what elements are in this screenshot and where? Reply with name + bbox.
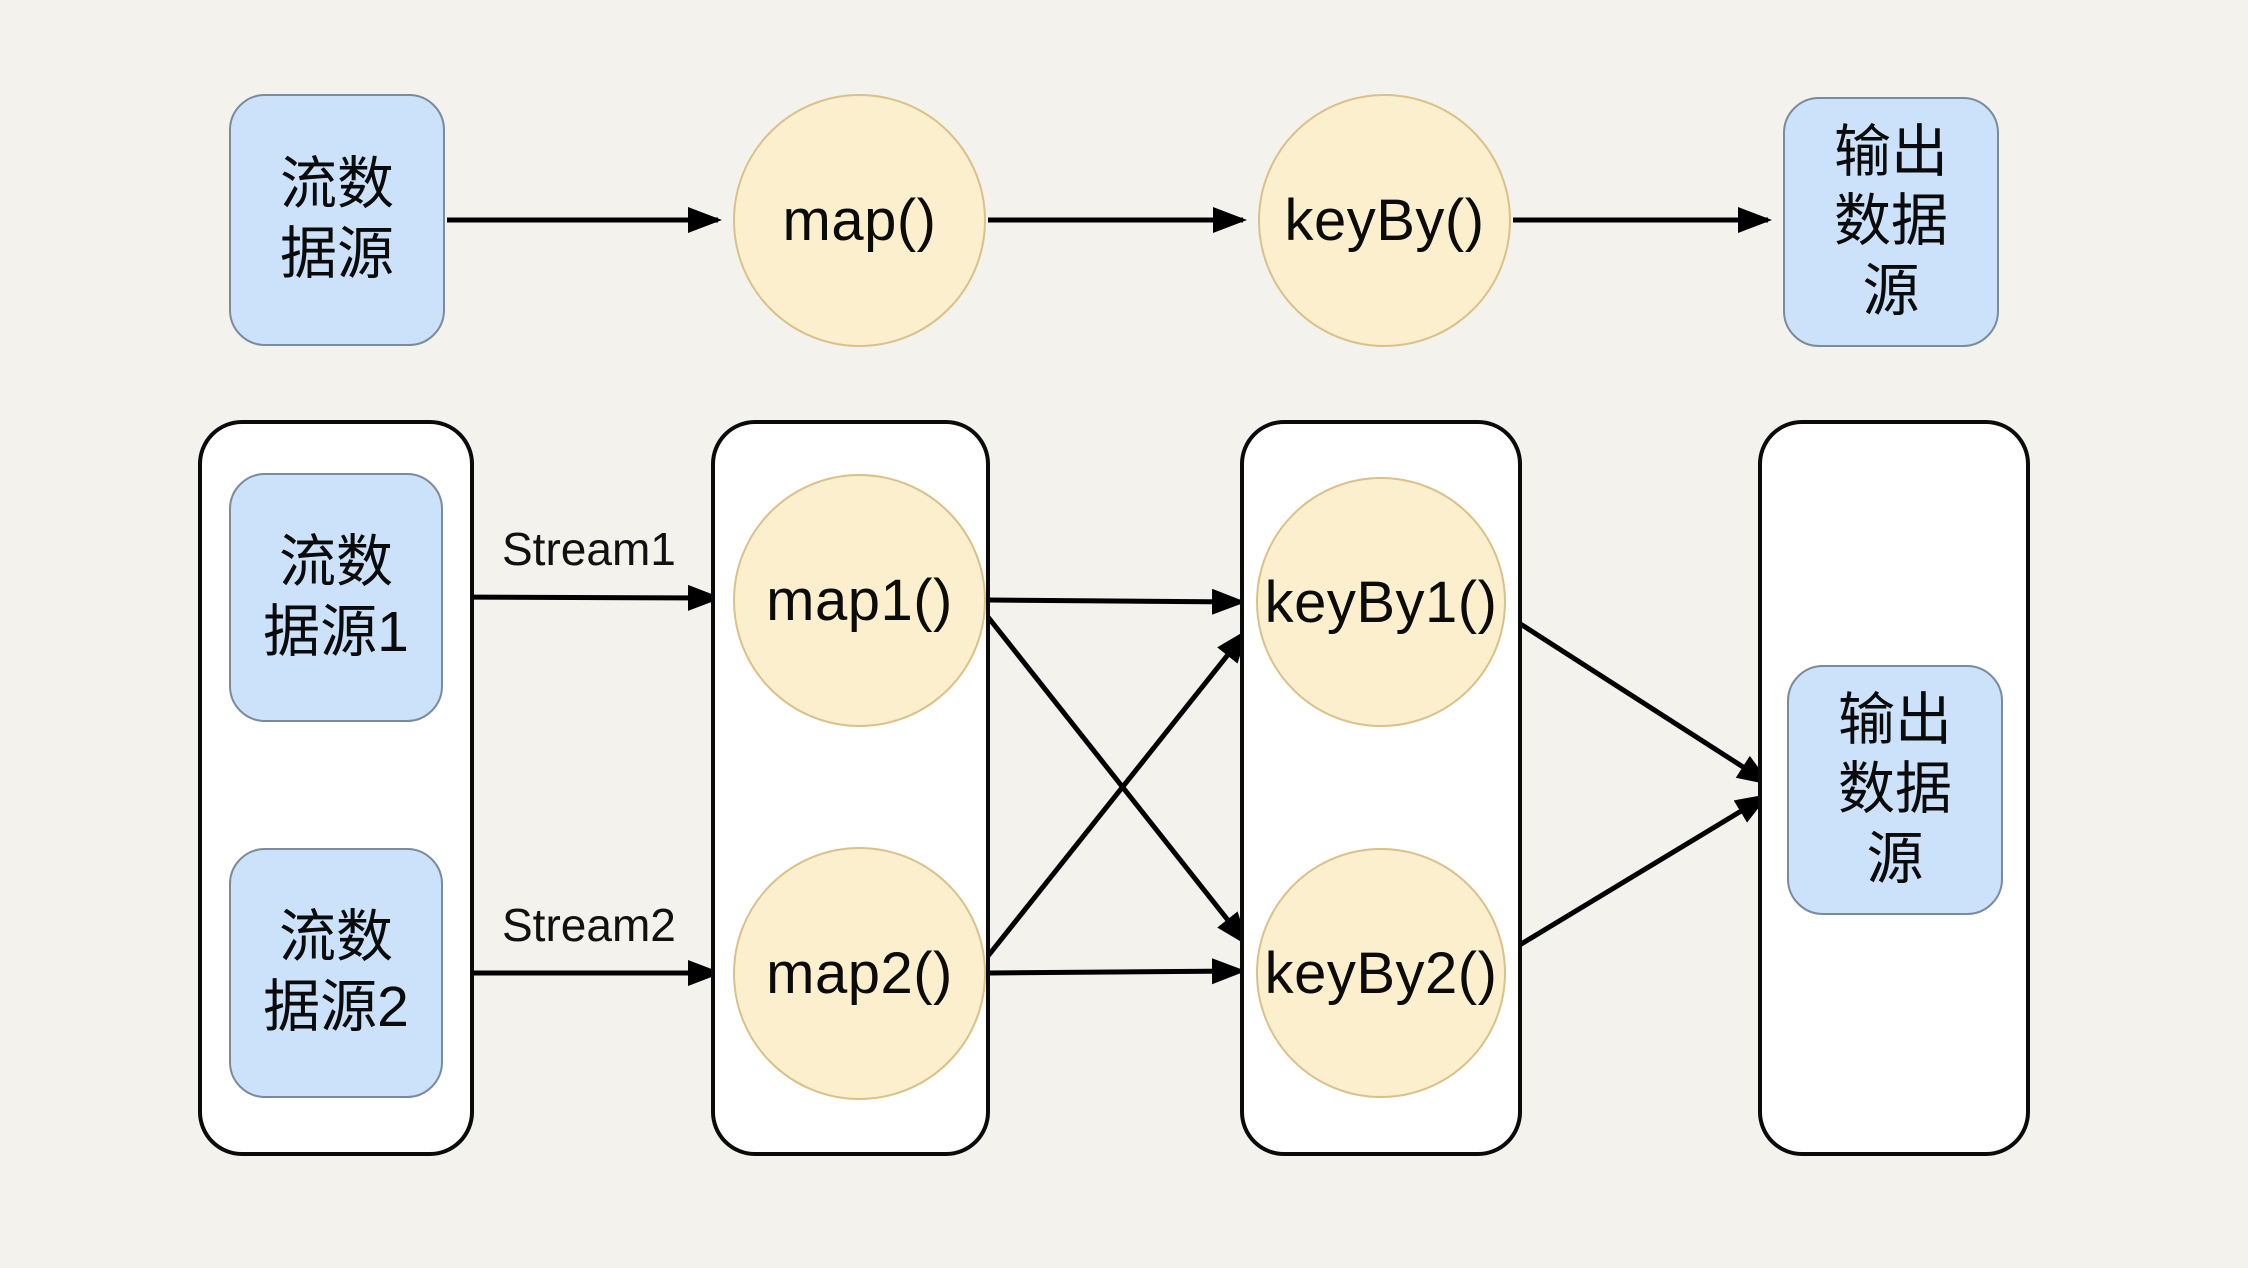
- map1-operator: map1(): [733, 474, 986, 727]
- stream1-edge-label: Stream1: [502, 523, 676, 575]
- edge-map1-to-keyby1: [988, 588, 1246, 615]
- edge-map1-to-keyby2: [982, 610, 1249, 947]
- edge-map2-to-keyby1: [982, 628, 1249, 963]
- simple-source-label: 流数据源: [280, 152, 394, 286]
- simple-keyby-label: keyBy(): [1284, 188, 1485, 253]
- simple-source-node: 流数据源: [229, 94, 445, 346]
- simple-map-operator: map(): [733, 94, 986, 347]
- simple-map-label: map(): [782, 188, 937, 253]
- map2-operator: map2(): [733, 847, 986, 1100]
- parallel-sink-label: 输出数据源: [1838, 687, 1952, 891]
- parallel-sink-node: 输出数据源: [1787, 665, 2003, 915]
- edge-map2-to-keyby2: [988, 958, 1246, 985]
- map1-label: map1(): [766, 568, 953, 633]
- stream2-edge-label: Stream2: [502, 899, 676, 951]
- source2-label: 流数据源2: [263, 905, 409, 1039]
- simple-keyby-operator: keyBy(): [1258, 94, 1511, 347]
- keyby2-operator: keyBy2(): [1256, 848, 1506, 1098]
- simple-sink-node: 输出数据源: [1783, 97, 1999, 347]
- source1-node: 流数据源1: [229, 473, 443, 722]
- edge-source1-to-map1: [444, 584, 722, 611]
- keyby2-label: keyBy2(): [1264, 940, 1498, 1006]
- map2-label: map2(): [766, 941, 953, 1006]
- keyby1-operator: keyBy1(): [1256, 477, 1506, 727]
- source2-node: 流数据源2: [229, 848, 443, 1098]
- edge-keyby1-to-sink: [1506, 613, 1772, 786]
- simple-sink-label: 输出数据源: [1834, 119, 1948, 323]
- keyby1-label: keyBy1(): [1264, 569, 1498, 635]
- edge-keyby2-to-sink: [1506, 793, 1770, 955]
- source1-label: 流数据源1: [263, 529, 409, 664]
